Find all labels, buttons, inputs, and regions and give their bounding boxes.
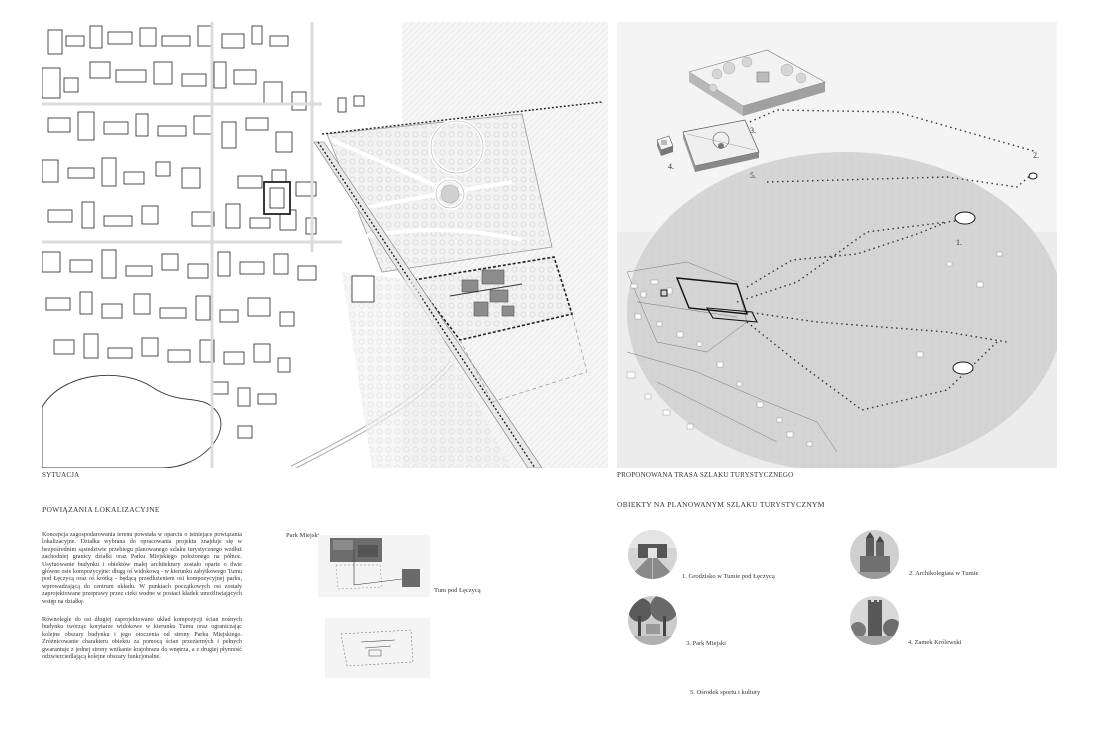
label-park-miejski: Park Miejski	[286, 532, 320, 539]
park-photo-drawing	[628, 596, 677, 645]
object-label-2: 2. Archikolegiata w Tumie	[909, 570, 979, 577]
model-castle	[656, 135, 674, 156]
castle-photo-drawing	[850, 596, 899, 645]
axis-diagram-2-drawing	[340, 629, 414, 667]
route-marker-5: 5.	[750, 171, 756, 180]
situation-caption: SYTUACJA	[42, 471, 80, 479]
route-marker-1: 1.	[956, 238, 962, 247]
model-park	[682, 119, 760, 172]
park-photo-icon[interactable]	[628, 596, 677, 645]
castle-photo-icon[interactable]	[850, 596, 899, 645]
gate-photo-drawing	[628, 530, 677, 579]
situation-map[interactable]	[42, 22, 608, 468]
objects-title: OBIEKTY NA PLANOWANYM SZLAKU TURYSTYCZNY…	[617, 500, 825, 509]
axis-diagram-1-drawing	[330, 538, 420, 590]
connections-title: POWIĄZANIA LOKALIZACYJNE	[42, 505, 160, 514]
object-label-3: 3. Park Miejski	[686, 640, 726, 647]
route-caption: PROPONOWANA TRASA SZLAKU TURYSTYCZNEGO	[617, 471, 794, 479]
church-photo-drawing	[850, 530, 899, 579]
connections-paragraph-2: Równolegle do osi długiej zaprojektowano…	[42, 617, 242, 661]
model-top	[688, 49, 826, 116]
axis-diagram-2	[325, 618, 430, 678]
object-label-1: 1. Grodzisko w Tumie pod Łęczycą	[682, 573, 775, 580]
route-map[interactable]	[617, 22, 1057, 468]
church-photo-icon[interactable]	[850, 530, 899, 579]
route-marker-2: 2.	[1033, 151, 1039, 160]
axis-diagram-1	[318, 535, 430, 597]
object-label-5: 5. Ośrodek sportu i kultury	[690, 689, 761, 696]
connections-paragraph-1: Koncepcja zagospodarowania terenu powsta…	[42, 532, 242, 605]
situation-map-drawing	[42, 22, 608, 468]
gate-photo-icon[interactable]	[628, 530, 677, 579]
route-marker-3: 3.	[750, 126, 756, 135]
route-marker-4: 4.	[668, 162, 674, 171]
label-tum: Tum pod Łęczycą	[434, 587, 481, 594]
object-label-4: 4. Zamek Królewski	[908, 639, 962, 646]
route-map-drawing	[617, 49, 1057, 468]
